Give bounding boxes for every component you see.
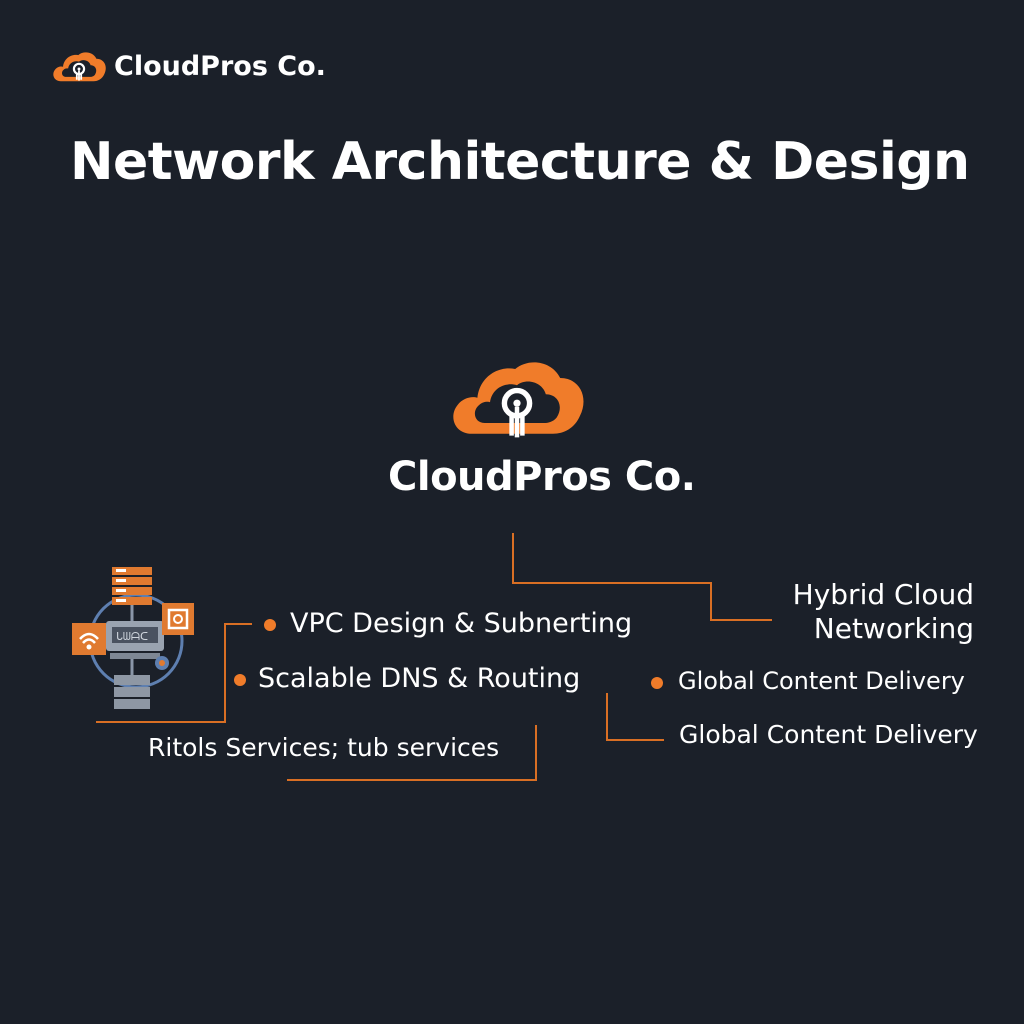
hybrid-line-2: Networking	[813, 612, 974, 645]
cloud-network-icon	[53, 52, 106, 82]
bullet-global	[651, 677, 663, 689]
center-cloud-logo-icon	[453, 362, 584, 438]
svg-text:ᒐᗯᗩᑕ: ᒐᗯᗩᑕ	[116, 630, 148, 643]
item-hybrid-cloud: Hybrid Cloud Networking	[793, 578, 974, 646]
brand-header: CloudPros Co.	[50, 44, 350, 88]
center-brand-name: CloudPros Co.	[388, 454, 696, 500]
item-scalable-dns: Scalable DNS & Routing	[258, 663, 581, 694]
bullet-vpc	[264, 619, 276, 631]
connector-services	[287, 725, 537, 781]
connector-global	[606, 693, 664, 741]
connector-hybrid	[512, 533, 772, 621]
item-global-content-1: Global Content Delivery	[678, 667, 965, 695]
page-title: Network Architecture & Design	[70, 132, 970, 192]
item-vpc-design: VPC Design & Subnerting	[290, 608, 633, 639]
item-global-content-2: Global Content Delivery	[679, 720, 978, 749]
connector-vpc	[96, 623, 252, 723]
network-server-illustration-icon: ᒐᗯᗩᑕ	[72, 567, 194, 709]
item-services: Ritols Services; tub services	[148, 733, 500, 762]
hybrid-line-1: Hybrid Cloud	[792, 578, 974, 611]
bullet-dns	[234, 674, 246, 686]
brand-name: CloudPros Co.	[114, 51, 326, 82]
